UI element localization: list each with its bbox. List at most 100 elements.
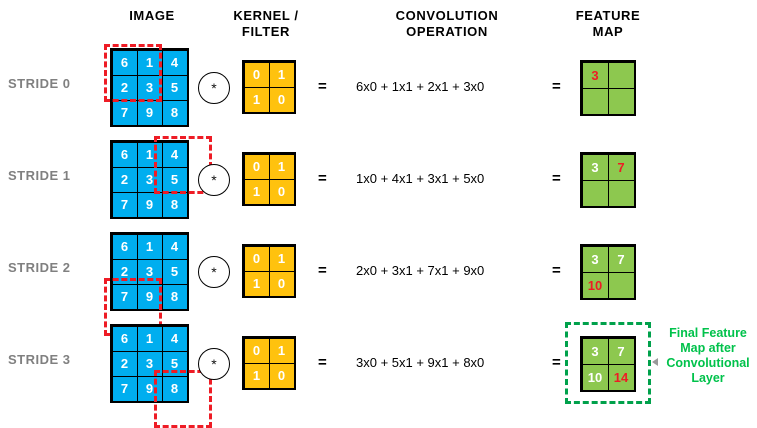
equals-sign: =	[552, 262, 561, 279]
equals-sign: =	[552, 78, 561, 95]
image-cell: 3	[136, 258, 163, 285]
feature-map-cell	[581, 87, 609, 115]
image-cell: 5	[161, 74, 188, 101]
final-annotation-line3: Convolutional	[666, 356, 750, 370]
image-cell: 7	[111, 375, 138, 402]
feature-map-cell: 3	[581, 337, 609, 365]
kernel-cell: 0	[243, 245, 270, 272]
convolution-operator-icon: *	[198, 164, 230, 196]
feature-map-cell: 7	[607, 245, 635, 273]
image-cell: 1	[136, 233, 163, 260]
kernel-cell: 0	[243, 61, 270, 88]
convolution-equation: 6x0 + 1x1 + 2x1 + 3x0	[356, 79, 485, 94]
feature-map-matrix: 3	[580, 60, 636, 116]
image-cell: 2	[111, 258, 138, 285]
feature-map-cell	[607, 179, 635, 207]
kernel-cell: 1	[243, 178, 270, 205]
equals-sign: =	[318, 78, 327, 95]
kernel-cell: 0	[243, 153, 270, 180]
image-cell: 9	[136, 375, 163, 402]
convolution-operator-icon: *	[198, 256, 230, 288]
arrow-icon	[652, 358, 658, 366]
feature-map-cell: 10	[581, 363, 609, 391]
convolution-operator-icon: *	[198, 72, 230, 104]
kernel-cell: 1	[243, 362, 270, 389]
feature-map-cell: 7	[607, 337, 635, 365]
image-cell: 3	[136, 350, 163, 377]
image-cell: 4	[161, 141, 188, 168]
feature-map-cell: 14	[607, 363, 635, 391]
column-header-feature-map-line2: MAP	[592, 24, 624, 39]
column-header-feature-map: FEATURE MAP	[548, 8, 668, 40]
feature-map-cell	[607, 87, 635, 115]
stride-label: STRIDE 1	[8, 168, 71, 183]
convolution-operator-icon: *	[198, 348, 230, 380]
image-cell: 3	[136, 74, 163, 101]
image-cell: 7	[111, 99, 138, 126]
kernel-cell: 0	[268, 86, 295, 113]
image-cell: 6	[111, 141, 138, 168]
image-cell: 3	[136, 166, 163, 193]
kernel-cell: 0	[243, 337, 270, 364]
feature-map-cell: 3	[581, 61, 609, 89]
final-annotation-line4: Layer	[691, 371, 725, 385]
image-cell: 8	[161, 283, 188, 310]
kernel-cell: 1	[243, 86, 270, 113]
feature-map-cell: 3	[581, 153, 609, 181]
image-cell: 4	[161, 325, 188, 352]
feature-map-cell: 10	[581, 271, 609, 299]
image-cell: 2	[111, 350, 138, 377]
final-annotation-line2: Map after	[680, 341, 736, 355]
column-header-image-text: IMAGE	[129, 8, 175, 23]
column-header-kernel-line2: FILTER	[241, 24, 291, 39]
equals-sign: =	[318, 262, 327, 279]
image-cell: 6	[111, 49, 138, 76]
image-cell: 6	[111, 325, 138, 352]
final-annotation-line1: Final Feature	[669, 326, 747, 340]
image-cell: 6	[111, 233, 138, 260]
kernel-cell: 0	[268, 362, 295, 389]
kernel-cell: 0	[268, 270, 295, 297]
image-cell: 2	[111, 74, 138, 101]
column-header-kernel: KERNEL / FILTER	[206, 8, 326, 40]
image-cell: 7	[111, 283, 138, 310]
image-cell: 5	[161, 166, 188, 193]
kernel-cell: 1	[243, 270, 270, 297]
column-header-convolution-line2: OPERATION	[406, 24, 488, 39]
column-header-feature-map-line1: FEATURE	[575, 8, 641, 23]
image-cell: 4	[161, 49, 188, 76]
image-cell: 9	[136, 99, 163, 126]
feature-map-cell	[581, 179, 609, 207]
equals-sign: =	[552, 354, 561, 371]
feature-map-cell	[607, 61, 635, 89]
column-header-image: IMAGE	[92, 8, 212, 24]
convolution-equation: 1x0 + 4x1 + 3x1 + 5x0	[356, 171, 485, 186]
column-header-convolution: CONVOLUTION OPERATION	[352, 8, 542, 40]
image-cell: 8	[161, 191, 188, 218]
convolution-equation: 3x0 + 5x1 + 9x1 + 8x0	[356, 355, 485, 370]
stride-label: STRIDE 2	[8, 260, 71, 275]
stride-label: STRIDE 0	[8, 76, 71, 91]
image-cell: 5	[161, 350, 188, 377]
equals-sign: =	[318, 170, 327, 187]
kernel-cell: 1	[268, 61, 295, 88]
image-cell: 8	[161, 99, 188, 126]
equals-sign: =	[318, 354, 327, 371]
image-cell: 9	[136, 283, 163, 310]
column-header-kernel-line1: KERNEL /	[233, 8, 299, 23]
image-cell: 2	[111, 166, 138, 193]
kernel-cell: 1	[268, 153, 295, 180]
feature-map-cell: 3	[581, 245, 609, 273]
